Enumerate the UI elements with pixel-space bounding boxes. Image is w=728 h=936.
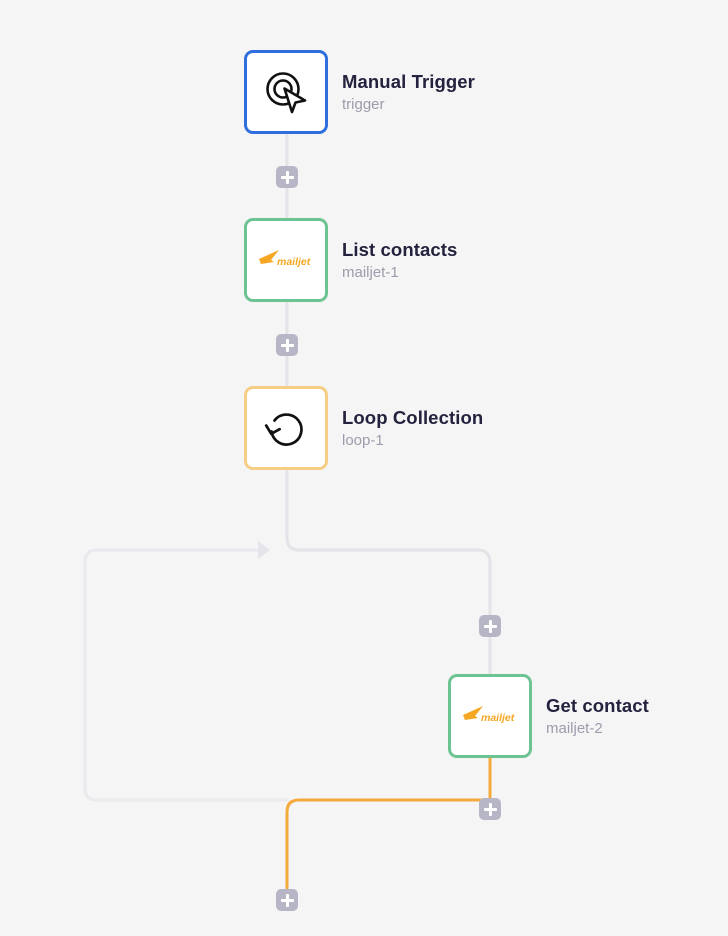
edge-loop-to-mailjet2 [285, 468, 492, 676]
node-title: Manual Trigger [342, 70, 475, 92]
add-node-button-before-mailjet-2[interactable] [479, 615, 501, 637]
add-node-button-loop-done[interactable] [276, 889, 298, 911]
workflow-node-mailjet-1[interactable]: mailjet List contacts mailjet-1 [244, 218, 457, 302]
node-subtitle: trigger [342, 96, 385, 113]
edge-loop-back-arrowhead [258, 541, 270, 559]
mailjet-icon: mailjet [461, 703, 519, 729]
node-title: List contacts [342, 238, 458, 260]
node-icon-box-trigger[interactable] [244, 50, 328, 134]
node-icon-box-mailjet-2[interactable]: mailjet [448, 674, 532, 758]
workflow-node-loop-1[interactable]: Loop Collection loop-1 [244, 386, 483, 470]
add-node-button-after-mailjet-2[interactable] [479, 798, 501, 820]
loop-circular-arrow-icon [262, 404, 310, 452]
cursor-target-icon [260, 66, 312, 118]
node-title: Loop Collection [342, 406, 484, 428]
node-icon-box-mailjet-1[interactable]: mailjet [244, 218, 328, 302]
node-subtitle: loop-1 [342, 432, 384, 449]
edge-loop-back-rail [83, 548, 289, 802]
node-label-group-trigger: Manual Trigger trigger [342, 71, 475, 114]
add-node-button-after-trigger[interactable] [276, 166, 298, 188]
node-label-group-loop-1: Loop Collection loop-1 [342, 407, 483, 450]
edge-mailjet2-to-loop-done [285, 798, 492, 891]
node-label-group-mailjet-2: Get contact mailjet-2 [546, 695, 649, 738]
node-icon-box-loop-1[interactable] [244, 386, 328, 470]
node-subtitle: mailjet-1 [342, 264, 399, 281]
workflow-node-mailjet-2[interactable]: mailjet Get contact mailjet-2 [448, 674, 649, 758]
node-title: Get contact [546, 694, 649, 716]
node-label-group-mailjet-1: List contacts mailjet-1 [342, 239, 457, 282]
svg-text:mailjet: mailjet [481, 712, 515, 724]
mailjet-icon: mailjet [257, 247, 315, 273]
svg-text:mailjet: mailjet [277, 256, 311, 268]
workflow-node-trigger[interactable]: Manual Trigger trigger [244, 50, 475, 134]
add-node-button-after-mailjet-1[interactable] [276, 334, 298, 356]
node-subtitle: mailjet-2 [546, 720, 603, 737]
